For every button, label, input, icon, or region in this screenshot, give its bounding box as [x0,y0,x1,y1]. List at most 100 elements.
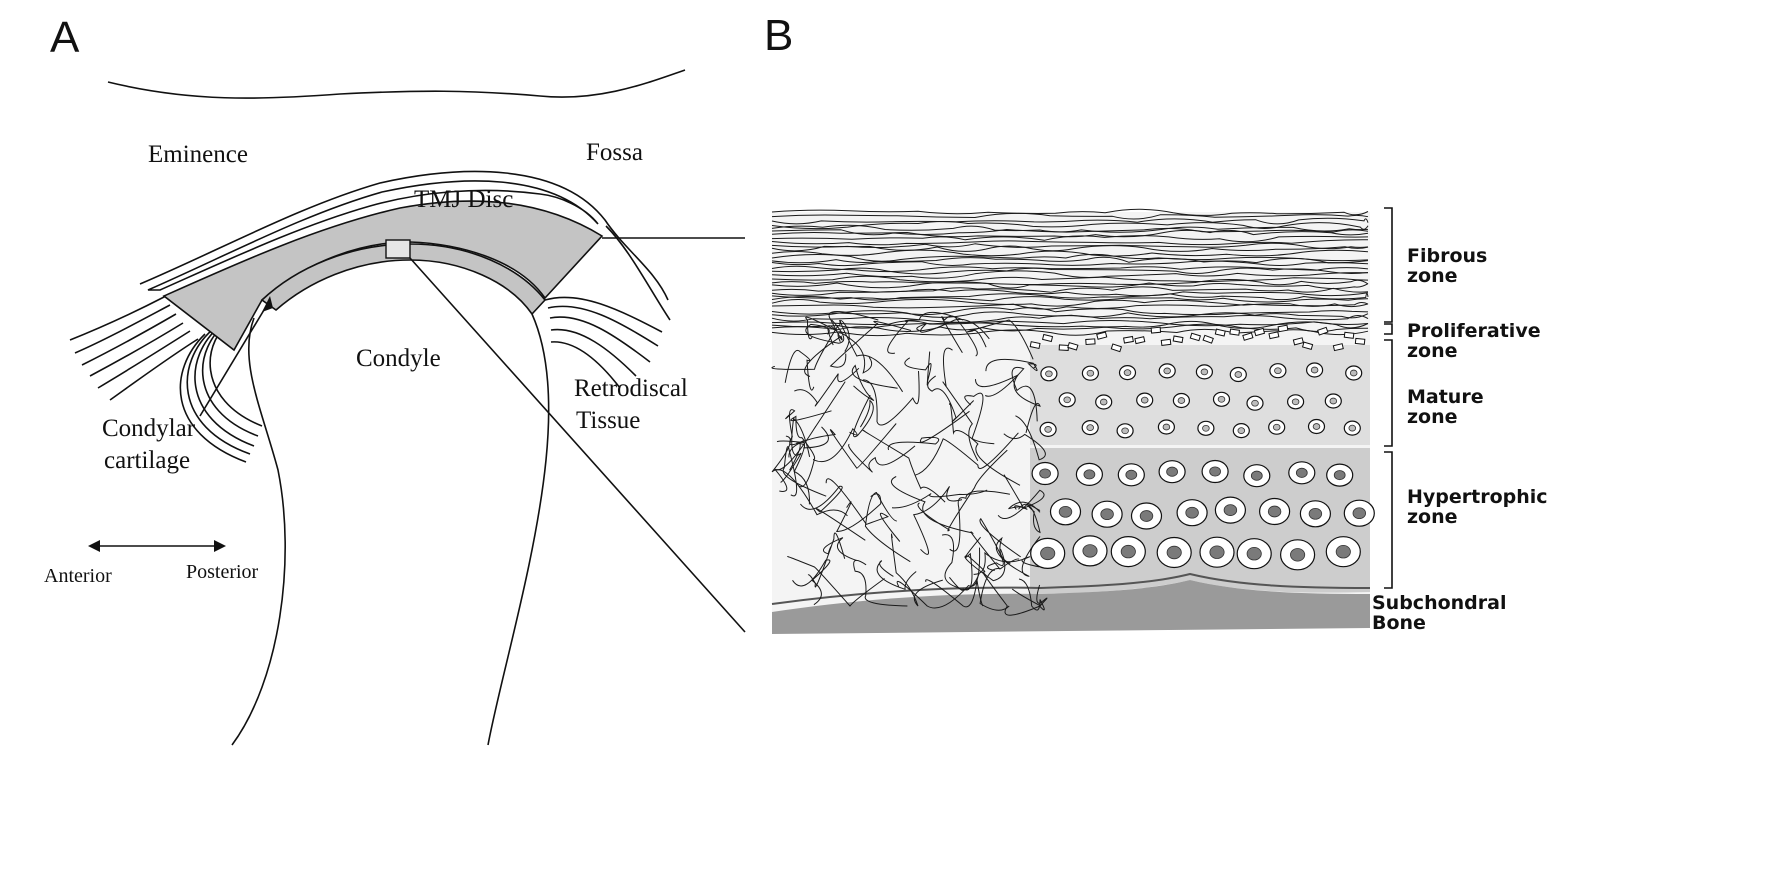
proliferative-cell [1253,327,1266,337]
tangled-fiber [798,427,858,488]
horizontal-fiber [771,221,1369,230]
proliferative-cell [1123,335,1134,344]
horizontal-fiber [771,279,1369,286]
horizontal-fiber [771,239,1369,246]
label-mature-zone: zone [1407,406,1458,428]
horizontal-fiber [771,229,1369,238]
chondrocyte-nucleus [1044,426,1052,433]
chondrocyte-nucleus [1086,424,1094,431]
chondrocyte-nucleus [1234,371,1243,378]
chondrocyte-nucleus [1209,545,1225,559]
tangled-fiber [941,315,978,357]
cartilage-pointer-line [199,299,271,417]
label-hypertrophic-zone: zone [1407,506,1458,528]
chondrocyte-nucleus [1140,396,1149,404]
proliferative-cell [1229,328,1241,336]
tangled-fiber [876,560,917,591]
condyle-outline-posterior [487,313,550,746]
tangled-fiber [974,374,1041,434]
chondrocyte-nucleus [1329,397,1338,405]
tangled-fiber [896,547,981,609]
connector-bottom [409,257,746,633]
tangled-fiber [927,375,975,423]
horizontal-fiber [771,212,1369,220]
proliferative-cell [1189,332,1202,342]
tangled-fiber [851,364,898,402]
tangled-fiber [949,402,1021,486]
horizontal-fiber [771,320,1369,327]
chondrocyte-nucleus [1177,397,1186,404]
tangled-fiber [782,446,827,497]
proliferative-cell [1332,343,1344,352]
tangled-fiber [949,490,1010,552]
label-tmj-disc: TMJ Disc [414,186,513,213]
anterior-ligament-fibers [69,295,199,401]
horizontal-fiber [771,275,1369,283]
chondrocyte-nucleus [1139,510,1154,522]
tangled-fiber [916,318,990,340]
tangled-fiber [1003,415,1046,461]
label-posterior: Posterior [186,561,259,583]
label-condyle: Condyle [356,345,441,372]
chondrocyte-nucleus [1251,399,1259,407]
retrodiscal-fibers [544,225,671,389]
chondrocyte-nucleus [1063,396,1071,404]
horizontal-fiber [771,320,1369,329]
tangled-fiber [774,381,846,492]
tangled-fiber [917,449,1008,532]
zoom-box [385,239,411,259]
tangled-fiber [771,435,848,517]
chondrocytes [1029,324,1375,571]
tangled-fiber [997,474,1045,520]
proliferative-cell [1354,337,1366,345]
tangled-fiber [853,559,908,607]
horizontal-fiber [771,267,1369,275]
tangled-fiber [785,409,804,446]
label-tissue: Tissue [576,407,640,434]
chondrocyte-nucleus [1312,423,1321,430]
zone-brackets [1384,207,1393,589]
tangled-fiber [837,332,873,374]
tangled-fiber [794,367,860,407]
label-anterior: Anterior [44,565,112,587]
chondrocyte-nucleus [1166,466,1178,477]
tangled-fiber [853,394,874,438]
fossa-contour-band [147,180,599,291]
horizontal-fiber [771,208,1369,216]
tangled-fiber [807,532,846,588]
tangled-fiber [825,478,901,542]
label-mature: Mature [1407,386,1484,408]
label-subchondral: Subchondral [1372,592,1506,614]
horizontal-fiber [771,227,1369,236]
chondrocyte-nucleus [1209,466,1221,477]
label-fibrous: Fibrous [1407,245,1487,267]
proliferative-cell [1029,341,1041,350]
tangled-fiber [792,559,831,606]
horizontal-fiber [771,256,1369,264]
arrowhead-posterior-icon [214,540,226,552]
horizontal-fiber [771,245,1369,252]
tangled-fiber [890,533,943,607]
tangled-fiber [942,347,979,462]
chondrocyte-nucleus [1335,545,1351,559]
proliferative-cell [1242,332,1254,341]
condyle-outline [231,317,286,746]
tangled-fiber [1018,578,1045,611]
tangled-fiber [1008,501,1041,513]
proliferative-cell [1110,343,1123,353]
horizontal-fiber [771,260,1369,267]
chondrocyte-nucleus [1274,367,1282,375]
fossa-contour-outer [139,170,669,301]
chondrocyte-nucleus [1333,470,1346,481]
proliferative-cell [1172,335,1184,344]
tangled-fiber [941,534,980,590]
chondrocyte-nucleus [1120,544,1136,559]
proliferative-cell [1058,344,1069,351]
horizontal-fiber [771,265,1369,273]
proliferative-cell [1277,324,1289,333]
horizontal-fiber [771,235,1369,243]
label-fibrous-zone: zone [1407,265,1458,287]
proliferative-cell [1067,341,1079,351]
proliferative-cell [1150,326,1162,334]
